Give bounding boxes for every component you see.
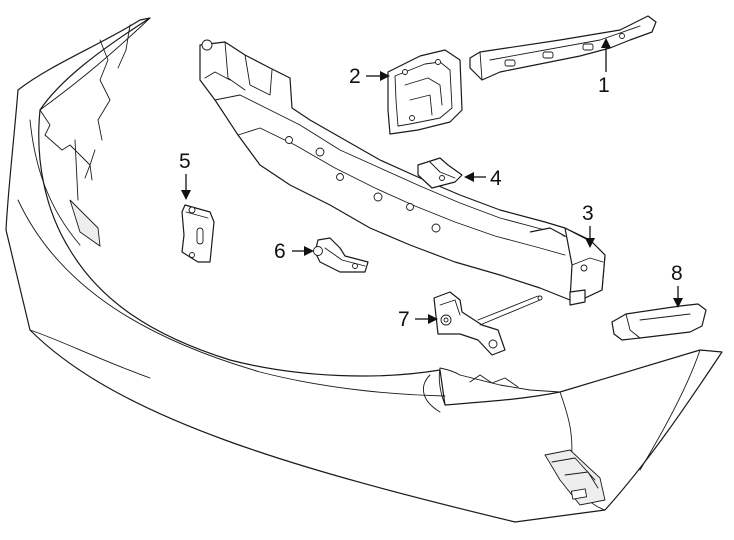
callout-number: 1 <box>598 74 610 97</box>
callout-1: 1 <box>598 38 611 97</box>
callout-number: 3 <box>582 202 594 225</box>
callout-number: 4 <box>490 167 502 190</box>
mounting-bracket <box>313 237 369 273</box>
trim-piece <box>611 303 707 341</box>
arrow-right-icon <box>304 246 314 256</box>
arrow-down-icon <box>181 190 191 200</box>
bumper-cover <box>5 17 723 523</box>
side-bracket <box>387 49 463 135</box>
callout-number: 6 <box>274 240 286 263</box>
plate-bracket <box>433 291 543 356</box>
callout-7: 7 <box>398 308 438 331</box>
arrow-up-icon <box>601 38 611 48</box>
callout-number: 5 <box>179 150 191 173</box>
vertical-bracket <box>181 204 215 263</box>
arrow-down-icon <box>673 298 683 308</box>
callout-6: 6 <box>274 240 314 263</box>
callout-8: 8 <box>671 262 683 308</box>
upper-bracket <box>469 15 657 81</box>
arrow-down-icon <box>585 238 595 248</box>
reinforcement-beam <box>199 39 606 306</box>
callout-2: 2 <box>349 65 390 88</box>
callout-number: 7 <box>398 308 410 331</box>
arrow-right-icon <box>428 314 438 324</box>
callout-4: 4 <box>464 167 502 190</box>
arrow-left-icon <box>464 172 474 182</box>
callout-5: 5 <box>179 150 191 200</box>
callout-number: 8 <box>671 262 683 285</box>
small-clip <box>417 157 463 189</box>
callout-3: 3 <box>582 202 595 248</box>
arrow-right-icon <box>380 71 390 81</box>
callout-number: 2 <box>349 65 361 88</box>
